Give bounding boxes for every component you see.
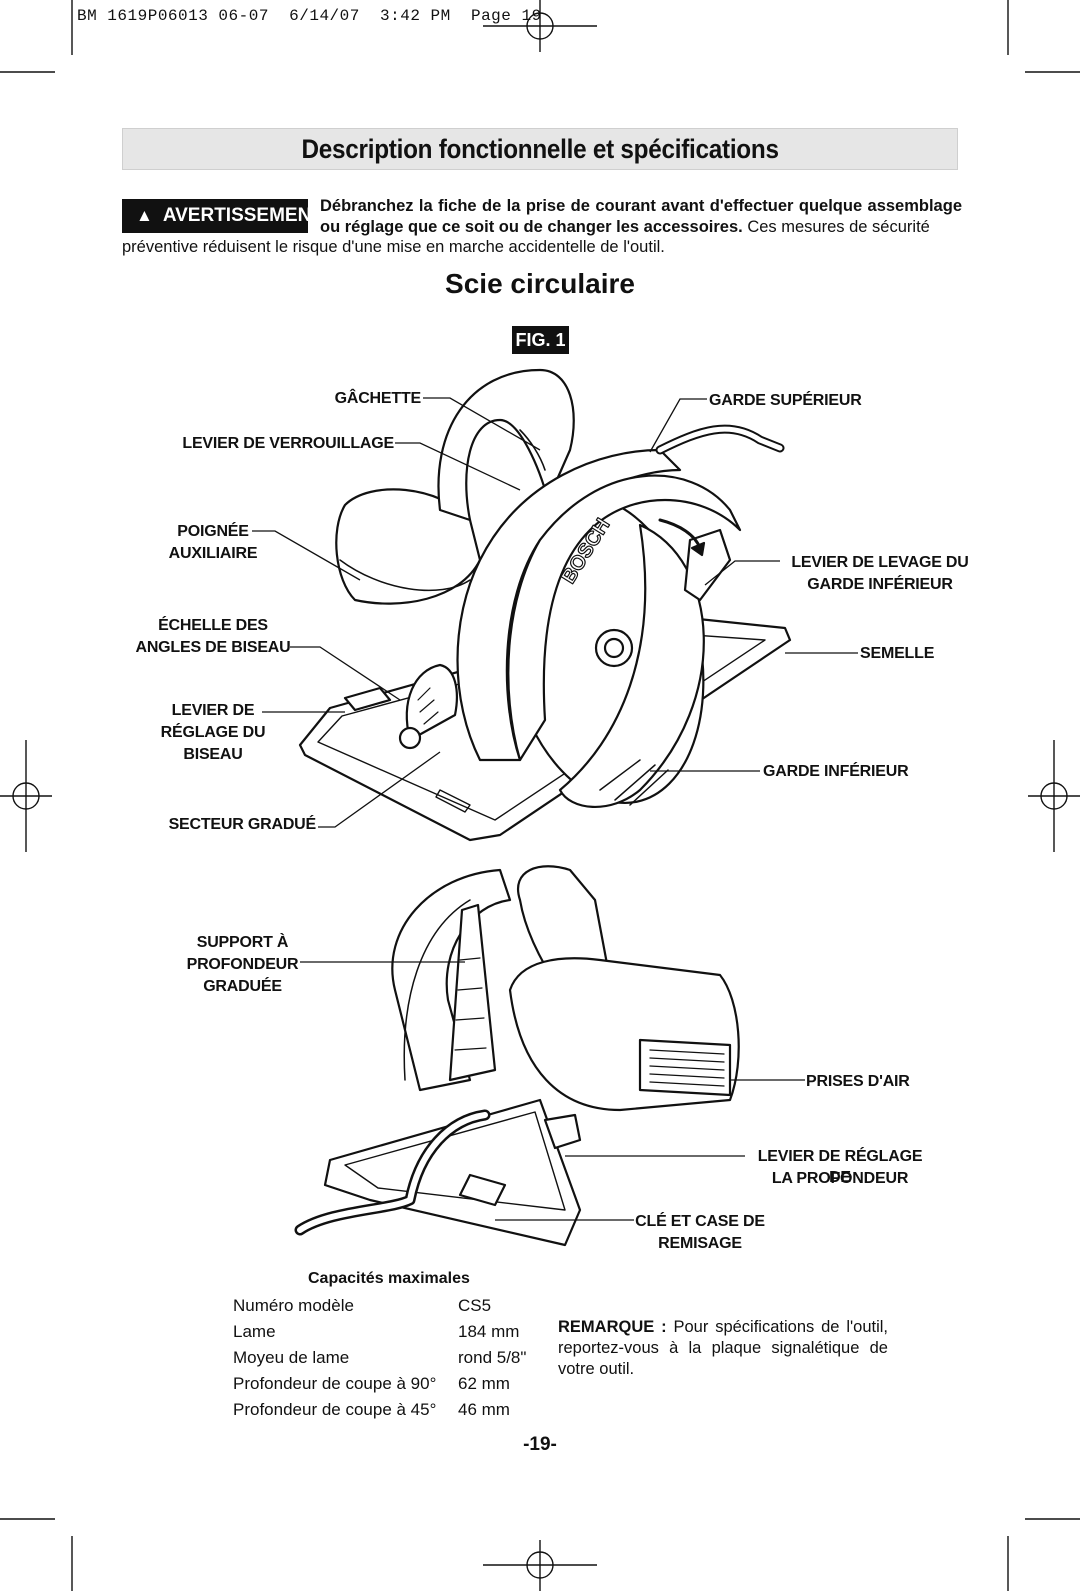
callout-bevel-scale-2: ANGLES DE BISEAU <box>135 639 291 656</box>
callout-depth-1: SUPPORT À <box>196 934 289 951</box>
callout-aux-handle-2: AUXILIAIRE <box>168 545 258 562</box>
warning-text: Débranchez la fiche de la prise de coura… <box>320 196 962 238</box>
callout-wrench-2: REMISAGE <box>658 1235 742 1252</box>
remark: REMARQUE : Pour spécifications de l'outi… <box>558 1317 888 1380</box>
callout-bevel-lever-3: BISEAU <box>183 746 243 763</box>
warning-badge-label: AVERTISSEMENT <box>162 205 323 226</box>
callout-lift-lever-1: LEVIER DE LEVAGE DU <box>791 554 969 571</box>
spec-value: CS5 <box>458 1296 492 1315</box>
callout-bevel-lever-2: RÉGLAGE DU <box>160 724 266 741</box>
callout-depth-lever-2: LA PROFONDEUR <box>771 1170 909 1187</box>
remark-text: Pour spécifications de l'outil, reportez… <box>558 1318 888 1378</box>
callout-upper-guard: GARDE SUPÉRIEUR <box>709 392 862 409</box>
callout-depth-3: GRADUÉE <box>203 978 282 995</box>
motor-housing <box>508 957 740 1112</box>
callout-vents: PRISES D'AIR <box>806 1073 910 1090</box>
lower-guard-rear <box>391 868 512 1092</box>
warning-normal-text: Ces mesures de sécurité <box>742 218 930 236</box>
callout-aux-handle-1: POIGNÉE <box>177 523 249 540</box>
spec-value: 184 mm <box>458 1322 520 1341</box>
warning-bold-text: Débranchez la fiche de la prise de coura… <box>320 197 962 236</box>
callout-lock-lever: LEVIER DE VERROUILLAGE <box>182 435 394 452</box>
page-title-bar: Description fonctionnelle et spécificati… <box>122 128 958 170</box>
shoe-plate-rear <box>323 1098 582 1247</box>
page-title: Description fonctionnelle et spécificati… <box>301 134 779 164</box>
callout-bevel-scale-1: ÉCHELLE DES <box>158 617 268 634</box>
callout-bevel-lever-1: LEVIER DE <box>171 702 255 719</box>
spec-value: 62 mm <box>458 1374 510 1393</box>
spec-label: Numéro modèle <box>233 1296 354 1315</box>
warning-triangle-icon: ▲ <box>136 206 153 225</box>
warning-badge: ▲ AVERTISSEMENT <box>122 199 323 233</box>
spec-label: Moyeu de lame <box>233 1348 350 1367</box>
section-title: Scie circulaire <box>445 268 635 299</box>
remark-label: REMARQUE : <box>558 1318 667 1336</box>
callout-wrench-1: CLÉ ET CASE DE <box>635 1213 765 1230</box>
spec-value: rond 5/8" <box>458 1348 527 1367</box>
callout-shoe: SEMELLE <box>860 645 935 662</box>
figure-label: FIG. 1 <box>512 326 569 354</box>
callout-lift-lever-2: GARDE INFÉRIEUR <box>807 576 953 593</box>
spec-value: 46 mm <box>458 1400 510 1419</box>
callout-lower-guard: GARDE INFÉRIEUR <box>763 763 909 780</box>
warning-continuation: préventive réduisent le risque d'une mis… <box>122 238 665 256</box>
spec-label: Profondeur de coupe à 90° <box>233 1374 437 1393</box>
print-slug: BM 1619P06013 06-07 6/14/07 3:42 PM Page… <box>77 7 542 25</box>
callout-depth-lever-1: LEVIER DE RÉGLAGE DE <box>757 1148 923 1186</box>
specs-title: Capacités maximales <box>308 1270 470 1287</box>
page-number: -19- <box>523 1434 557 1455</box>
callout-depth-2: PROFONDEUR <box>186 956 299 973</box>
callout-trigger: GÂCHETTE <box>334 390 422 407</box>
callout-sector: SECTEUR GRADUÉ <box>168 816 317 833</box>
main-handle <box>437 368 575 522</box>
spec-label: Lame <box>233 1322 276 1341</box>
spec-label: Profondeur de coupe à 45° <box>233 1400 437 1419</box>
